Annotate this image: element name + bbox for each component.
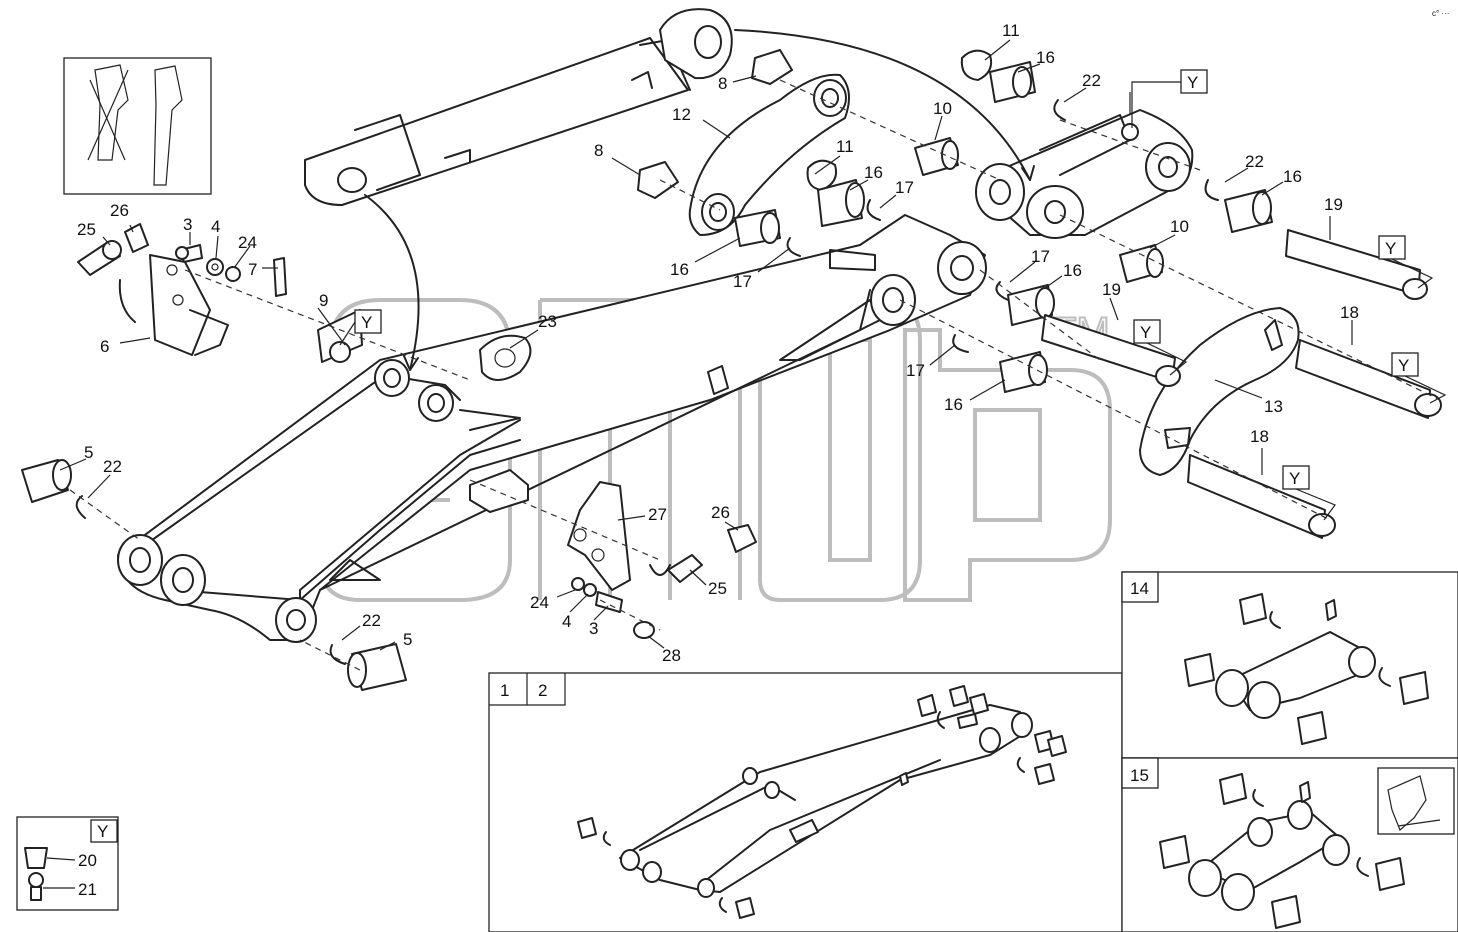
- callout-19: 19: [1102, 280, 1121, 299]
- link-12: [688, 73, 850, 236]
- callout-17: 17: [733, 272, 752, 291]
- variant-panel-15: 15: [1121, 757, 1458, 932]
- callout-17: 17: [906, 361, 925, 380]
- corner-mark: c° ···: [1432, 9, 1449, 18]
- callout-16: 16: [670, 260, 689, 279]
- assembly-lines: [69, 29, 1441, 671]
- y-marker-18a: Y: [1391, 352, 1447, 404]
- y-marker-9: Y: [339, 309, 382, 346]
- callout-5: 5: [403, 630, 412, 649]
- callout-26: 26: [110, 201, 129, 220]
- callout-26: 26: [711, 503, 730, 522]
- callout-23: 23: [538, 312, 557, 331]
- callout-4: 4: [211, 217, 220, 236]
- callout-25: 25: [77, 220, 96, 239]
- callout-4: 4: [562, 612, 571, 631]
- callout-17: 17: [895, 178, 914, 197]
- svg-text:Y: Y: [361, 313, 372, 332]
- callout-22: 22: [362, 611, 381, 630]
- location-inset: [63, 57, 212, 195]
- callout-16: 16: [864, 163, 883, 182]
- callout-3: 3: [183, 215, 192, 234]
- y-markers: Y Y Y Y Y Y: [339, 69, 1447, 521]
- svg-text:Y: Y: [1289, 469, 1300, 488]
- variant-14-label: 14: [1130, 579, 1149, 598]
- callout-12: 12: [672, 105, 691, 124]
- callout-7: 7: [248, 260, 257, 279]
- callout-20: 20: [78, 851, 97, 870]
- link-13: [1139, 307, 1300, 476]
- variant-2-label: 2: [538, 681, 547, 700]
- svg-text:Y: Y: [97, 822, 108, 841]
- callout-27: 27: [648, 505, 667, 524]
- svg-text:Y: Y: [1187, 73, 1198, 92]
- hydraulic-cylinder: [304, 8, 733, 206]
- callout-10: 10: [1170, 217, 1189, 236]
- callout-8: 8: [718, 74, 727, 93]
- callout-25: 25: [708, 579, 727, 598]
- callout-8: 8: [594, 141, 603, 160]
- callout-16: 16: [1036, 48, 1055, 67]
- callout-11: 11: [836, 137, 854, 156]
- leader-lines: [59, 39, 1353, 651]
- callout-16: 16: [944, 395, 963, 414]
- callout-24: 24: [238, 233, 257, 252]
- bushings-and-rings: [21, 49, 1442, 691]
- callout-22: 22: [103, 457, 122, 476]
- y-marker-rocker: Y: [1131, 69, 1208, 128]
- variant-15-label: 15: [1130, 766, 1149, 785]
- callout-28: 28: [662, 646, 681, 665]
- callout-21: 21: [78, 880, 97, 899]
- callout-19: 19: [1324, 195, 1343, 214]
- variant-1-label: 1: [500, 681, 509, 700]
- y-marker-18b: Y: [1282, 465, 1336, 521]
- callout-18: 18: [1340, 303, 1359, 322]
- svg-text:Y: Y: [1385, 239, 1396, 258]
- callout-16: 16: [1283, 167, 1302, 186]
- callout-22: 22: [1245, 152, 1264, 171]
- callout-10: 10: [933, 99, 952, 118]
- callout-24: 24: [530, 593, 549, 612]
- callout-11: 11: [1002, 21, 1020, 40]
- variant-panel-14: 14: [1121, 571, 1458, 759]
- fastener-legend: Y 20 21: [16, 816, 119, 911]
- callout-3: 3: [589, 619, 598, 638]
- rocker-link: [975, 109, 1194, 239]
- svg-text:Y: Y: [1140, 323, 1151, 342]
- callout-labels: 25 26 3 4 24 7 6 9 23 5 22 22 5 27 26 25…: [77, 21, 1359, 665]
- callout-18: 18: [1250, 427, 1269, 446]
- callout-16: 16: [1063, 261, 1082, 280]
- callout-9: 9: [319, 291, 328, 310]
- callout-22: 22: [1082, 71, 1101, 90]
- svg-text:Y: Y: [1398, 356, 1409, 375]
- y-marker-19a: Y: [1378, 235, 1434, 289]
- lift-arm: [117, 214, 987, 643]
- callout-5: 5: [84, 443, 93, 462]
- callout-13: 13: [1264, 397, 1283, 416]
- callout-6: 6: [100, 337, 109, 356]
- variant-panel-1-2: 1 2: [488, 672, 1123, 932]
- y-marker-19b: Y: [1133, 319, 1188, 376]
- callout-17: 17: [1031, 247, 1050, 266]
